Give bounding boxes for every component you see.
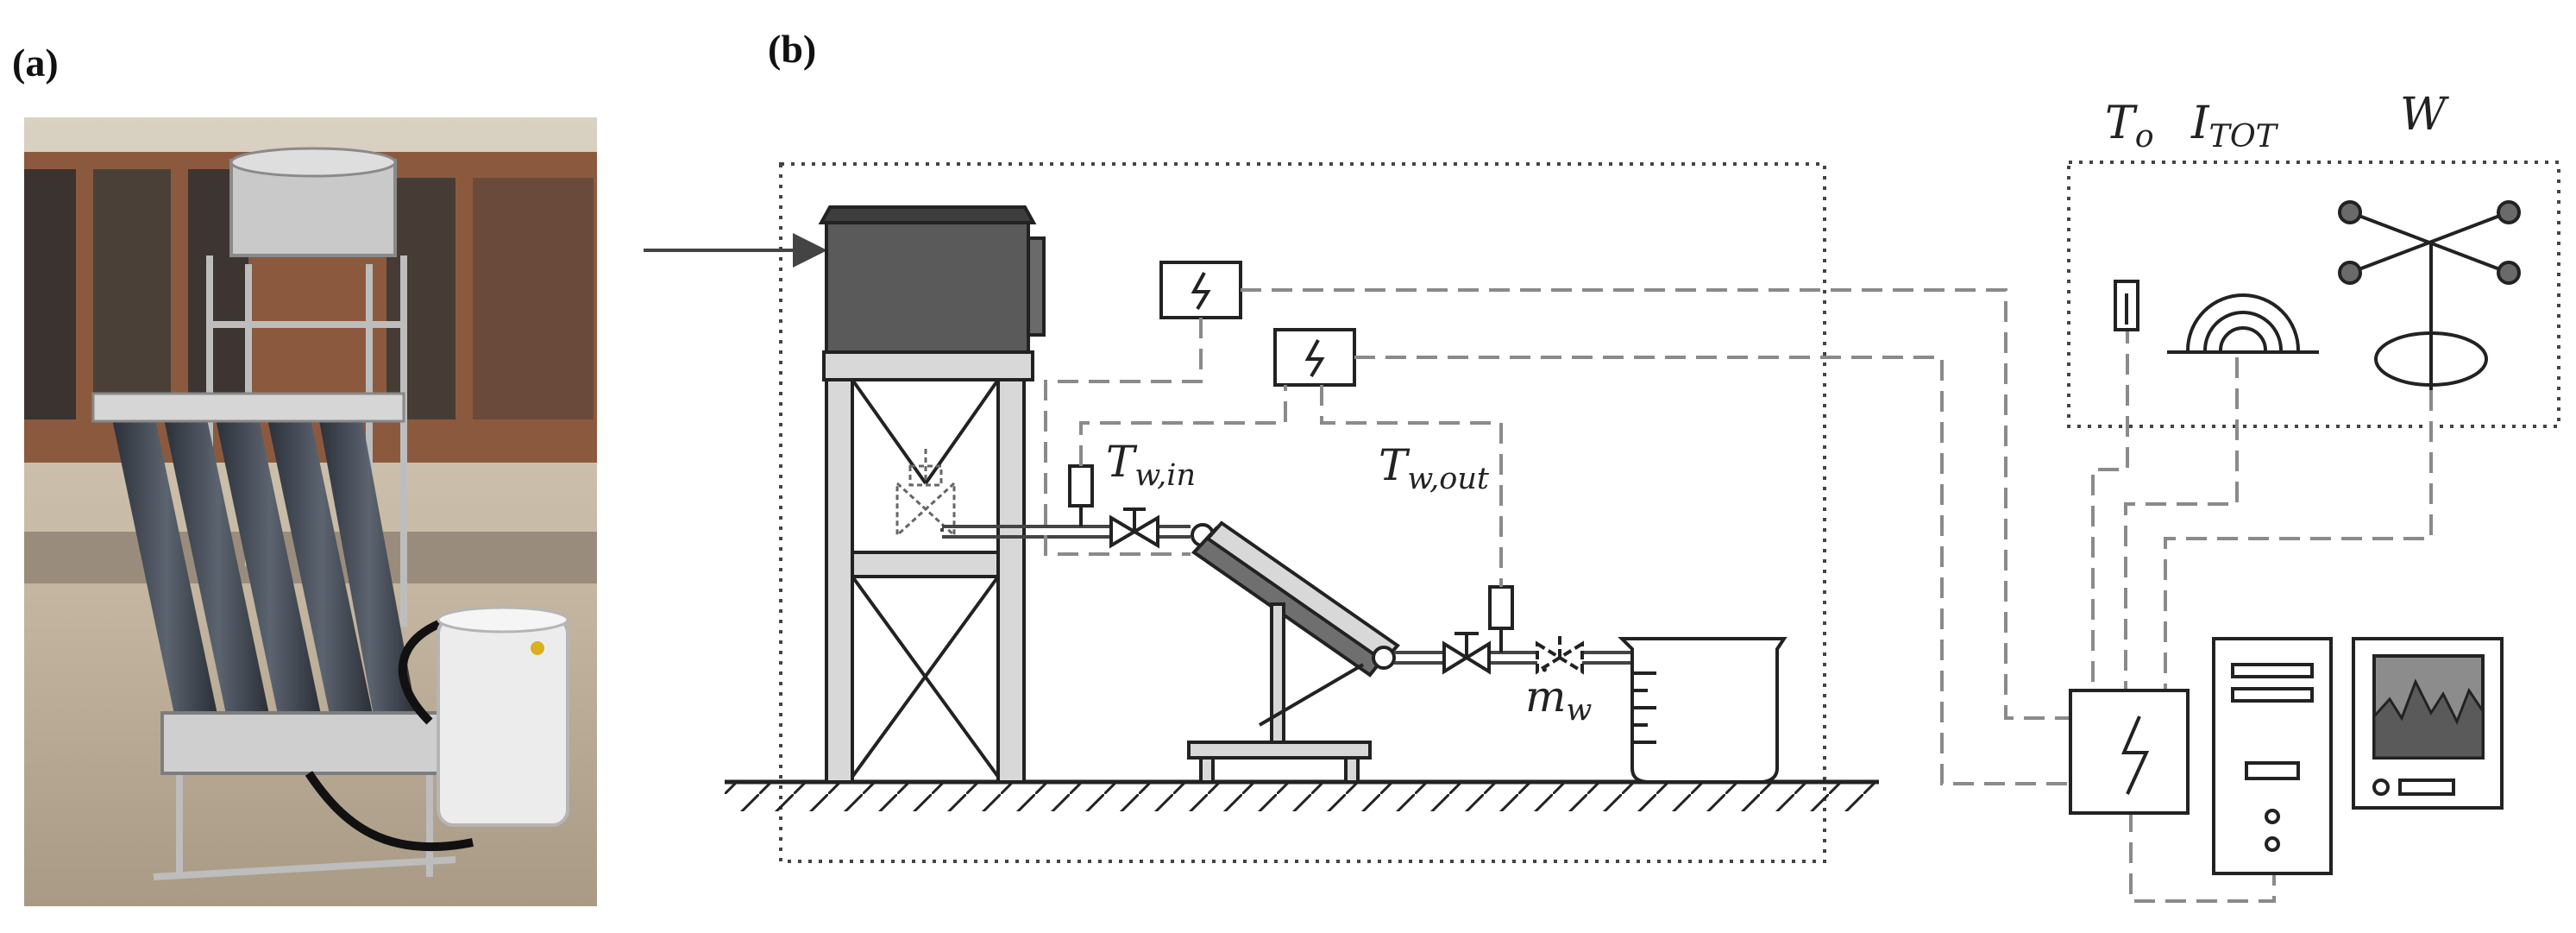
pyranometer-icon [2167, 293, 2319, 354]
anemometer-icon [2338, 200, 2521, 390]
panel-a-label: (a) [12, 41, 59, 85]
water-tower [818, 205, 1046, 784]
panel-b-label: (b) [768, 27, 817, 71]
rooftop-tank [229, 147, 397, 257]
float-valve-icon [895, 449, 956, 539]
inlet-valve-icon [1109, 507, 1159, 549]
computer-tower-icon [2212, 637, 2333, 875]
inlet-temperature-sensor-icon [1068, 464, 1094, 526]
ambient-temp-label: To [2105, 98, 2154, 154]
flow-meter-valve-icon [1536, 635, 1584, 675]
inlet-transmitter-box [1159, 261, 1242, 319]
outlet-valve-icon [1442, 632, 1491, 675]
mass-flow-dot: · [1539, 651, 1550, 690]
irradiance-label: ITOT [2190, 98, 2279, 154]
ground [725, 779, 1879, 811]
ambient-thermometer-icon [2114, 280, 2139, 331]
black-hose [305, 614, 474, 852]
collection-beaker [1618, 637, 1787, 784]
monitor-icon [2352, 637, 2504, 810]
mass-flow-label: mw [1525, 671, 1592, 728]
data-logger [2069, 689, 2190, 815]
signal-wires [1044, 288, 2433, 903]
white-container [437, 606, 569, 827]
wind-label: W [2400, 89, 2449, 141]
collector-stand [1187, 602, 1372, 784]
solar-collector [1191, 520, 1400, 678]
inlet-temp-label: Tw,in [1106, 437, 1196, 493]
outlet-temperature-sensor-icon [1488, 585, 1514, 652]
weather-station-boundary [2067, 161, 2560, 428]
outlet-pipe [1394, 651, 1630, 665]
rig-photo [24, 117, 597, 906]
building-windows [24, 169, 594, 419]
evacuated-tubes [91, 392, 449, 775]
outlet-transmitter-box [1273, 328, 1356, 387]
outlet-temp-label: Tw,out [1379, 440, 1490, 496]
